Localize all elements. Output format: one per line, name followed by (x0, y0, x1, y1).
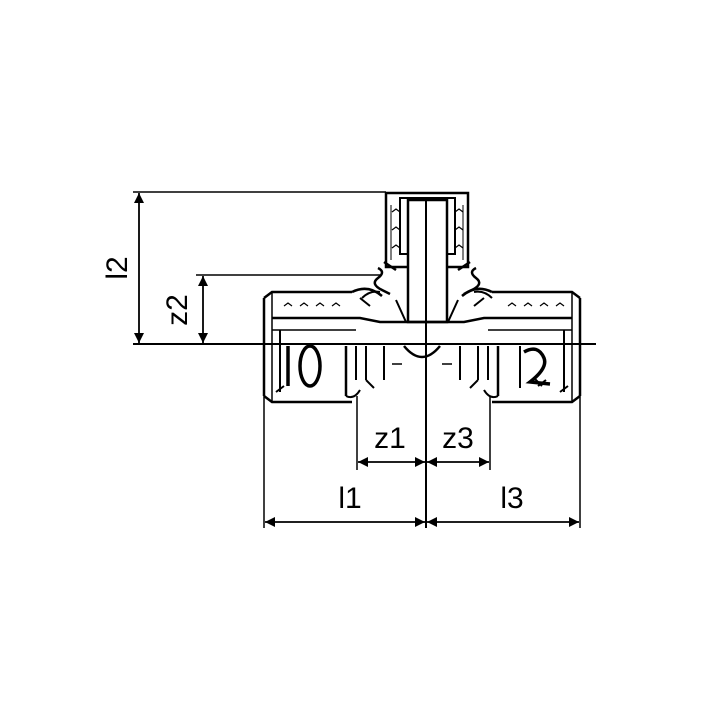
label-z1: z1 (374, 422, 406, 455)
extension-lines (133, 191, 596, 528)
label-l2: l2 (101, 256, 134, 279)
run-body (262, 287, 582, 404)
label-z2: z2 (161, 294, 194, 326)
dimension-lines (134, 193, 579, 527)
dimension-labels: l2 z2 z1 z3 l1 l3 (101, 256, 524, 515)
branch-outlet (361, 191, 493, 324)
label-l3: l3 (500, 482, 523, 515)
label-l1: l1 (338, 482, 361, 515)
label-z3: z3 (442, 422, 474, 455)
tee-fitting (262, 191, 582, 404)
